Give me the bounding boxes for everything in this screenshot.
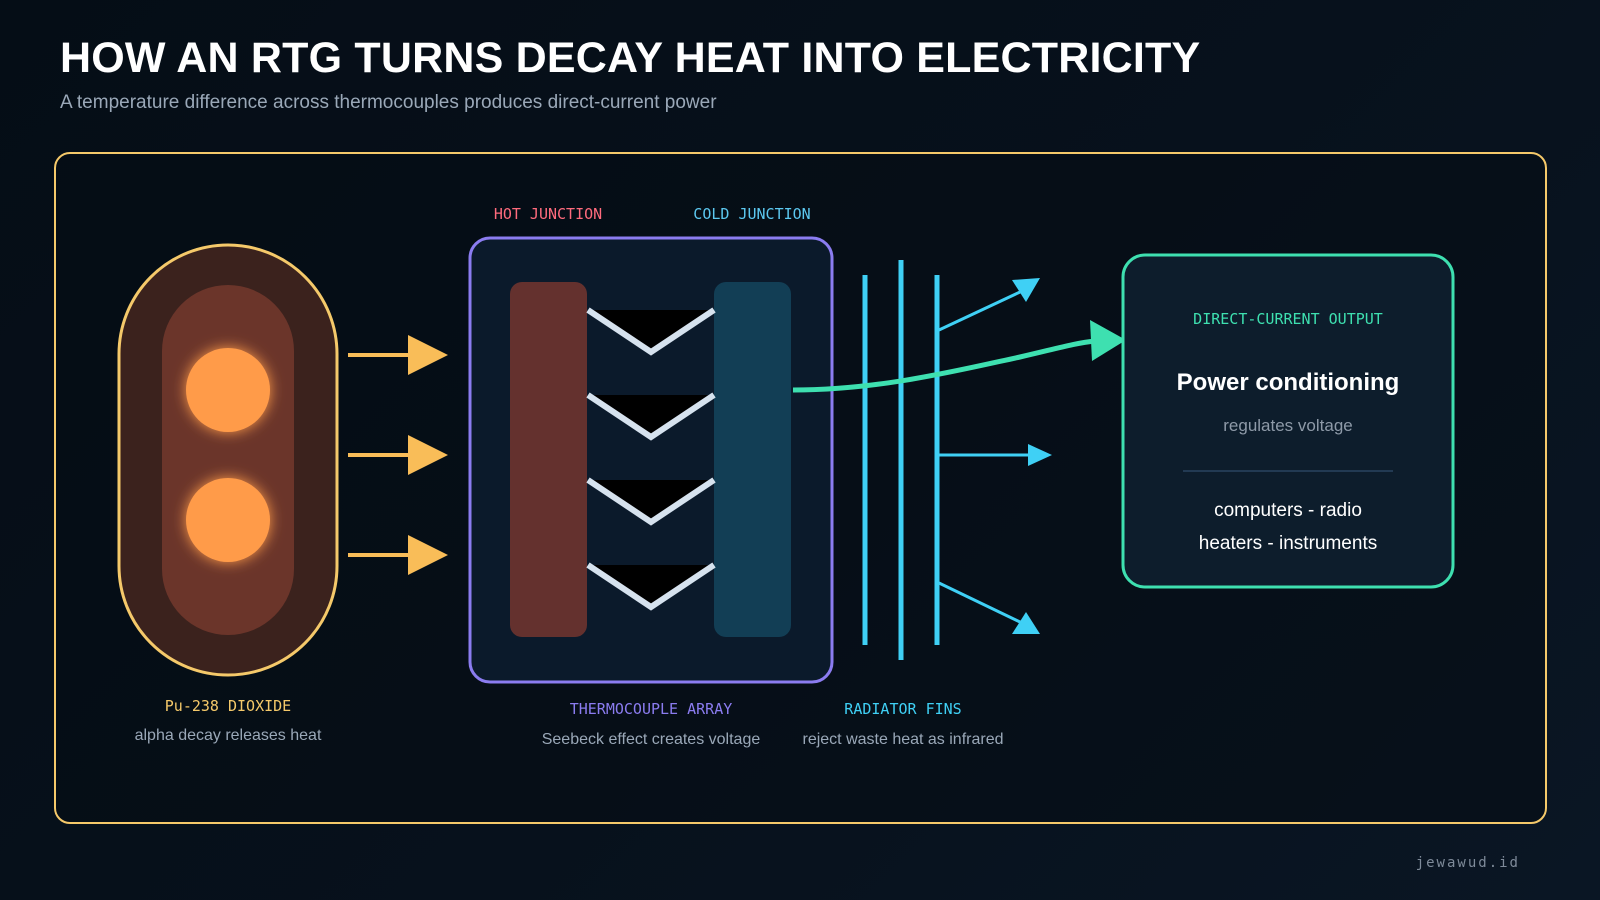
arrow-right-icon	[939, 444, 1052, 466]
chevron-down-icon	[586, 477, 716, 526]
current-path	[792, 338, 1096, 393]
chevron-down-icon	[586, 307, 716, 356]
output-subtitle: regulates voltage	[1223, 416, 1352, 435]
page-title: HOW AN RTG TURNS DECAY HEAT INTO ELECTRI…	[60, 34, 1201, 82]
arrow-right-icon	[348, 435, 448, 475]
fuel-pellet-icon	[186, 348, 270, 432]
infrared-arrows	[938, 278, 1052, 634]
arrow-right-icon	[938, 581, 1040, 634]
fuel-capsule	[117, 243, 339, 677]
radiator-description: reject waste heat as infrared	[803, 731, 1004, 748]
thermocouple-description: Seebeck effect creates voltage	[542, 731, 761, 748]
thermocouple-array	[468, 236, 834, 684]
output-panel: DIRECT-CURRENT OUTPUT Power conditioning…	[1121, 253, 1455, 589]
page-subtitle: A temperature difference across thermoco…	[60, 92, 717, 113]
arrow-right-icon	[348, 535, 448, 575]
chevron-down-icon	[586, 562, 716, 611]
capsule-core	[162, 285, 294, 635]
cold-junction-label: COLD JUNCTION	[693, 205, 810, 223]
source-description: alpha decay releases heat	[135, 727, 322, 744]
watermark: jewawud.id	[1415, 855, 1520, 871]
hot-junction-plate	[510, 282, 587, 637]
radiator-label: RADIATOR FINS	[844, 700, 961, 718]
dc-current-wire	[792, 320, 1126, 393]
output-label: DIRECT-CURRENT OUTPUT	[1193, 310, 1383, 328]
output-title: Power conditioning	[1177, 369, 1400, 396]
output-uses-line1: computers - radio	[1214, 500, 1362, 521]
arrow-right-icon	[1090, 320, 1126, 361]
output-uses-line2: heaters - instruments	[1199, 533, 1377, 554]
output-box	[1121, 253, 1455, 589]
source-label: Pu-238 DIOXIDE	[165, 697, 291, 715]
fuel-pellet-icon	[186, 478, 270, 562]
thermocouple-label: THERMOCOUPLE ARRAY	[570, 700, 733, 718]
cold-junction-plate	[714, 282, 791, 637]
arrow-right-icon	[938, 278, 1040, 332]
arrow-right-icon	[348, 335, 448, 375]
chevron-down-icon	[586, 392, 716, 441]
heat-arrows	[348, 335, 448, 575]
radiator-fins	[862, 260, 940, 660]
hot-junction-label: HOT JUNCTION	[494, 205, 602, 223]
